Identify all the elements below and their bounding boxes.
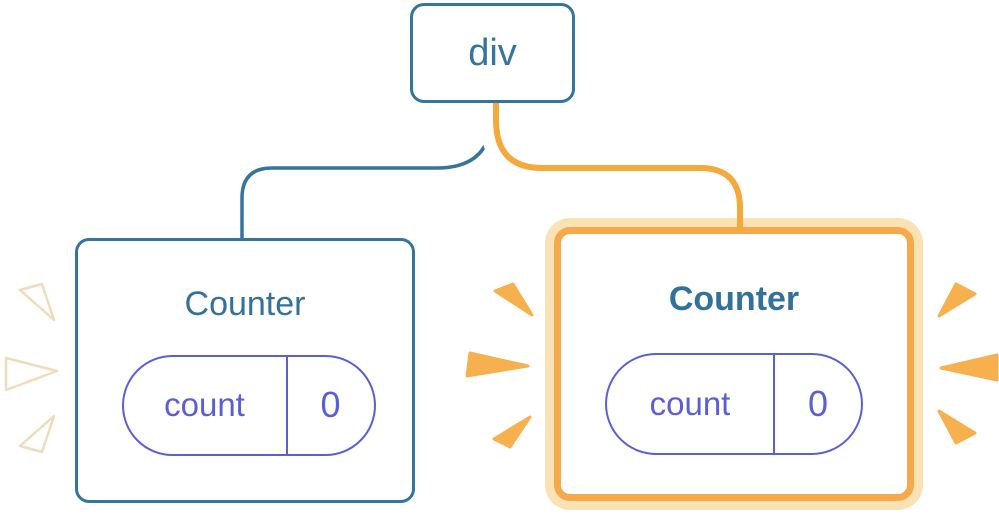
state-pill: count 0 — [605, 353, 863, 455]
spark-icon — [18, 282, 56, 322]
root-node-label: div — [468, 31, 517, 74]
spark-icon — [4, 356, 59, 392]
state-pill: count 0 — [121, 354, 376, 456]
state-key: count — [124, 356, 288, 454]
counter-card-left: Counter count 0 — [75, 238, 415, 503]
counter-card-right: Counter count 0 — [554, 227, 914, 501]
state-key: count — [607, 355, 775, 453]
connector-line-right — [493, 100, 743, 230]
counter-title: Counter — [668, 280, 800, 318]
spark-icon — [465, 351, 530, 378]
state-value: 0 — [320, 384, 341, 425]
spark-icon — [937, 409, 977, 445]
spark-icon — [18, 414, 56, 454]
root-node-div: div — [410, 3, 575, 103]
counter-title: Counter — [184, 285, 306, 323]
spark-icon — [937, 282, 977, 318]
spark-icon — [492, 415, 532, 449]
state-value: 0 — [807, 383, 829, 424]
connector-halo-right — [480, 106, 756, 217]
spark-icon — [939, 353, 999, 382]
connector-line-left — [240, 106, 494, 240]
spark-icon — [493, 282, 534, 317]
